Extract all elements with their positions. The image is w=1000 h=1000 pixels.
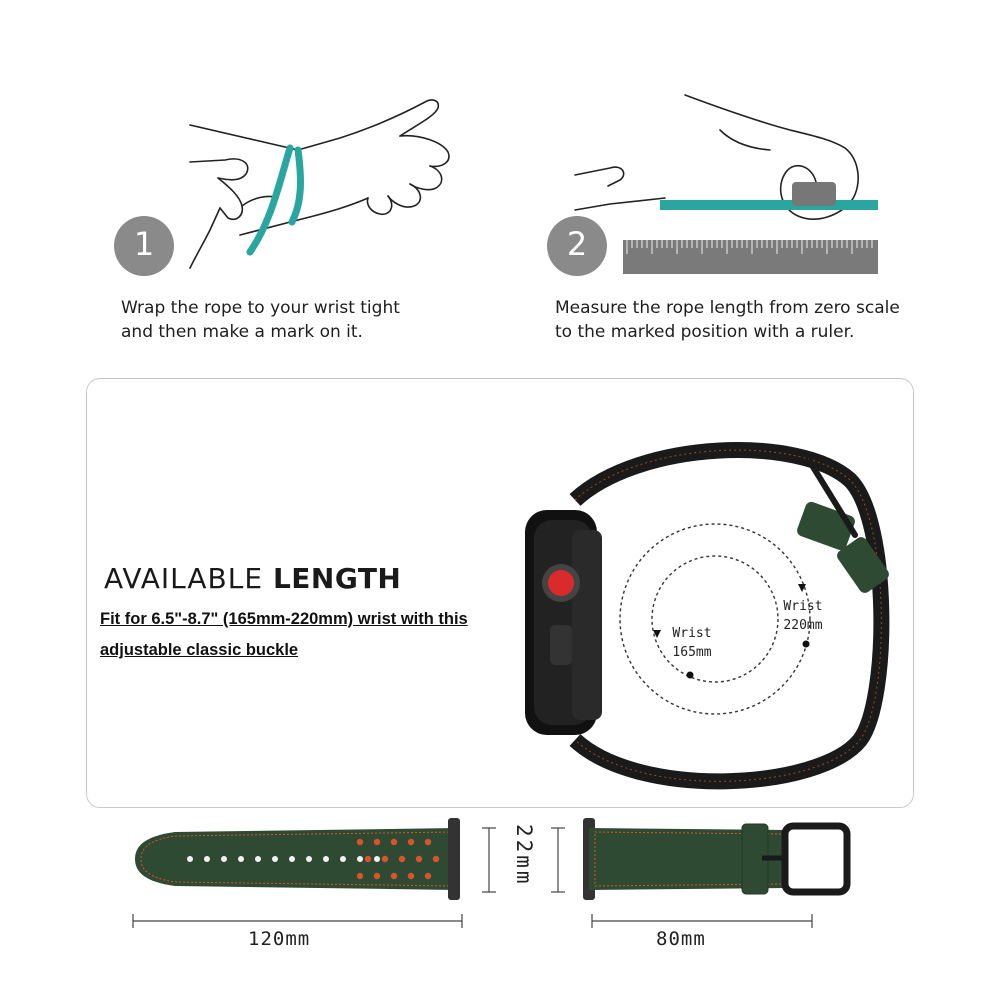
wrist-small-value: 165mm [672,645,712,660]
step-2-badge [547,216,607,276]
step-2-line-2: to the marked position with a ruler. [555,322,855,342]
step-1-number: 1 [133,225,155,263]
step-2-line-1: Measure the rope length from zero scale [555,298,900,318]
watch-with-strap-illustration [525,442,890,790]
step-1-line-1: Wrap the rope to your wrist tight [121,298,400,318]
wrist-large-label: Wrist 220mm [773,597,833,635]
strap-width: 22mm [512,824,536,887]
wrist-large-value: 220mm [783,618,823,633]
step-1-badge [114,216,174,276]
step-2-number: 2 [566,225,588,263]
title-bold: LENGTH [272,562,402,595]
wrap-wrist-illustration [189,99,450,269]
long-strap-length: 120mm [248,928,311,950]
fit-description-line-2: adjustable classic buckle [100,641,299,659]
short-strap-length: 80mm [656,928,706,950]
wrist-small-label: Wrist 165mm [662,624,722,662]
title-light: AVAILABLE [104,562,273,595]
wrist-large-title: Wrist [783,599,823,614]
available-length-title: AVAILABLE LENGTH [104,562,401,595]
measure-rope-illustration [574,94,878,220]
short-strap-piece [583,818,851,900]
wrist-size-diagram [619,523,811,715]
fit-description-line-1: Fit for 6.5"-8.7" (165mm-220mm) wrist wi… [100,610,468,628]
wrist-small-title: Wrist [672,626,712,641]
step-1-line-2: and then make a mark on it. [121,322,363,342]
ruler-icon [623,240,878,274]
long-strap-piece [135,818,460,900]
